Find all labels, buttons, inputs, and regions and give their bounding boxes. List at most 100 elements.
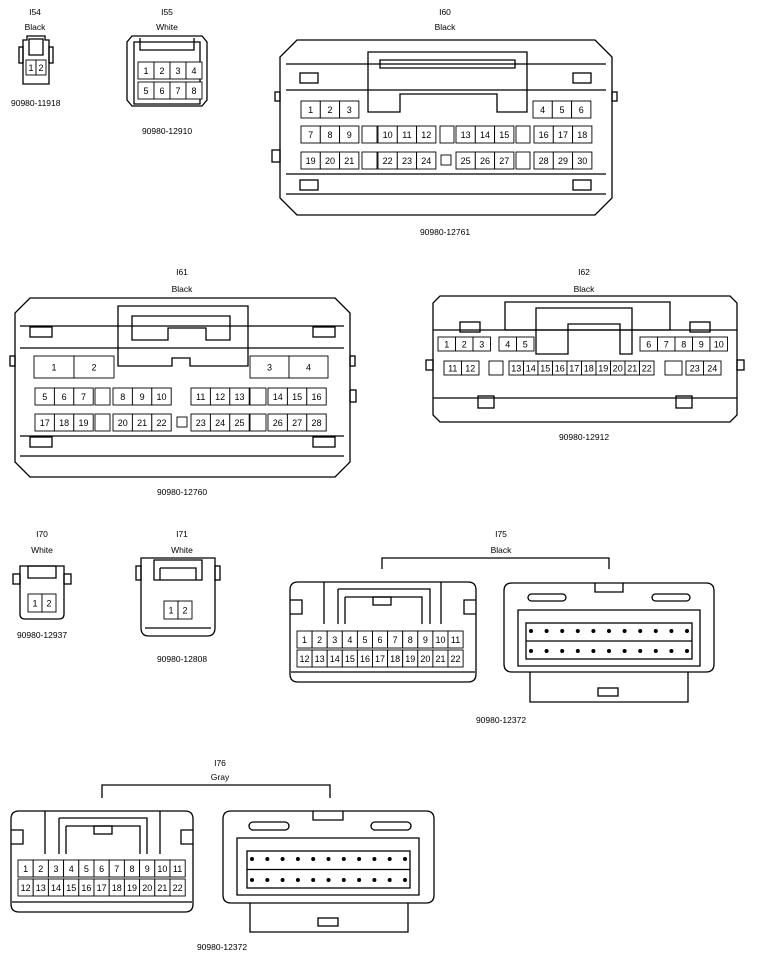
i61-pin-3: 3	[249, 355, 290, 379]
i76-male-pin-6	[326, 857, 331, 861]
i62-pin-13: 13	[508, 360, 524, 376]
i76-male-base	[249, 903, 409, 933]
i61-pin-label: 1	[51, 362, 56, 372]
i60-pin-8: 8	[319, 125, 341, 144]
i75-female-tab	[372, 596, 392, 606]
i76-male-pin-2	[265, 857, 270, 861]
i61-pin-19: 19	[73, 413, 94, 432]
i75-pin-4: 4	[341, 630, 358, 649]
i60-pin-label: 16	[539, 130, 549, 140]
i54-pin-2: 2	[35, 59, 47, 76]
i62-pin-11: 11	[443, 360, 462, 376]
i76-pin-2: 2	[32, 859, 49, 878]
i55-part-number: 90980-12910	[142, 126, 192, 136]
i62-pin-label: 21	[627, 363, 637, 373]
i62-pin-16: 16	[552, 360, 568, 376]
i62-pin-3: 3	[472, 336, 491, 352]
i75-male-pin-5	[591, 629, 596, 633]
i62-pin-label: 4	[505, 339, 510, 349]
i75-bracket	[381, 557, 610, 569]
i60-pin-label: 30	[577, 156, 587, 166]
i62-pin-4: 4	[498, 336, 517, 352]
i76-male-pin-10	[387, 857, 392, 861]
i60-latch-bl	[299, 179, 319, 191]
i60-pin-label: 3	[347, 105, 352, 115]
i60-pin-cell	[339, 100, 360, 119]
i71-color: White	[171, 545, 193, 555]
i62-pin-15: 15	[537, 360, 553, 376]
i76-pin-label: 1	[23, 864, 28, 874]
i75-male-pin-10	[669, 629, 674, 633]
i75-pin-6: 6	[372, 630, 389, 649]
i70-pin-label: 1	[32, 598, 37, 608]
i76-pin-6: 6	[93, 859, 110, 878]
i62-pin-label: 20	[613, 363, 623, 373]
i61-blank-cavity	[94, 413, 111, 432]
i61-pin-cell	[306, 413, 327, 432]
i61-pin-label: 11	[196, 392, 205, 402]
i75-pin-19: 19	[402, 649, 419, 668]
i60-pin-label: 10	[383, 130, 393, 140]
i60-pin-14: 14	[474, 125, 496, 144]
i75-pin-21: 21	[432, 649, 449, 668]
i60-pin-24: 24	[416, 151, 437, 170]
i61-pin-label: 24	[215, 418, 225, 428]
i54-lock	[28, 38, 44, 56]
i60-pin-30: 30	[572, 151, 593, 170]
i62-pin-21: 21	[624, 360, 640, 376]
i61-pin-label: 16	[311, 392, 321, 402]
i71-pin-label: 2	[182, 605, 187, 615]
i76-pin-label: 3	[53, 864, 58, 874]
i61-pin-27: 27	[286, 413, 308, 432]
i62-blank-cavity	[488, 360, 504, 376]
i62-pin-cell	[461, 360, 480, 376]
i60-pin-12: 12	[416, 125, 437, 144]
i62-pin-label: 19	[598, 363, 608, 373]
i60-pin-17: 17	[552, 125, 574, 144]
i55-lock	[139, 38, 195, 51]
i75-male-pin-6	[607, 629, 611, 633]
i60-pin-cell	[572, 151, 593, 170]
i76-male-pin-4	[295, 857, 300, 861]
i61-pin-cell	[151, 387, 172, 406]
i61-pin-label: 22	[156, 418, 166, 428]
i60-pin-4: 4	[532, 100, 553, 119]
i71-pin-label: 1	[168, 605, 173, 615]
i61-blank-cavity	[249, 413, 267, 432]
i60-pin-label: 22	[383, 156, 393, 166]
i61-pin-22: 22	[151, 413, 172, 432]
i61-pin-10: 10	[151, 387, 172, 406]
i70-pin-label: 2	[46, 598, 51, 608]
i62-pin-label: 7	[664, 339, 669, 349]
i76-pin-label: 15	[66, 883, 76, 893]
i61-pin-25: 25	[229, 413, 250, 432]
i60-pin-7: 7	[300, 125, 321, 144]
i61-pin-6: 6	[53, 387, 75, 406]
i61-pin-cell	[306, 387, 327, 406]
i61-blank-cavity	[249, 387, 267, 406]
i60-pin-label: 23	[402, 156, 412, 166]
i54-pin-cell	[35, 59, 47, 76]
i75-pin-11: 11	[447, 630, 464, 649]
i76-pin-12: 12	[17, 878, 34, 897]
i60-pin-label: 20	[325, 156, 335, 166]
i75-male-pin-8	[638, 629, 643, 633]
i76-male-pin-18	[341, 878, 346, 882]
i61-pin-7: 7	[73, 387, 94, 406]
i75-male-pins	[525, 622, 693, 660]
i76-pin-11: 11	[169, 859, 186, 878]
i75-pin-10: 10	[432, 630, 449, 649]
i75-pin-label: 17	[375, 654, 385, 664]
i54-right-latch	[48, 46, 54, 64]
i61-pin-label: 20	[118, 418, 128, 428]
i61-part-number: 90980-12760	[157, 487, 207, 497]
i61-key-right-low	[349, 389, 357, 403]
i62-pin-12: 12	[461, 360, 480, 376]
